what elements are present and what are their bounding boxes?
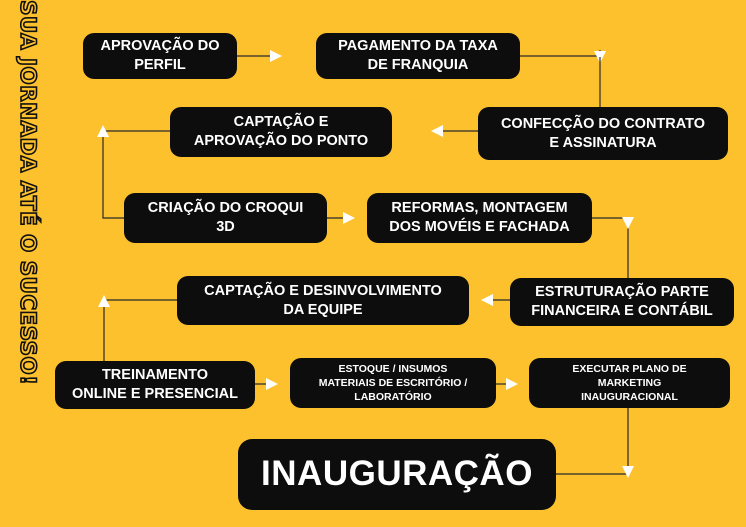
connector-line: [102, 130, 170, 219]
step-aprovacao-perfil: APROVAÇÃO DO PERFIL: [83, 33, 237, 79]
connector-line: [556, 408, 629, 475]
step-reformas-montagem: REFORMAS, MONTAGEM DOS MOVÉIS E FACHADA: [367, 193, 592, 243]
step-captacao-equipe: CAPTAÇÃO E DESINVOLVIMENTO DA EQUIPE: [177, 276, 469, 325]
arrowhead: [506, 378, 518, 390]
arrowhead: [270, 50, 282, 62]
arrowhead: [431, 125, 443, 137]
connector-line: [592, 217, 629, 278]
step-estoque-insumos: ESTOQUE / INSUMOS MATERIAIS DE ESCRITÓRI…: [290, 358, 496, 408]
vertical-title: SUA JORNADA ATÉ O SUCESSO!: [14, 0, 41, 386]
arrowhead: [622, 217, 634, 229]
step-plano-marketing: EXECUTAR PLANO DE MARKETING INAUGURACION…: [529, 358, 730, 408]
arrowhead: [98, 295, 110, 307]
connector-line: [520, 50, 601, 57]
step-estruturacao-financeira: ESTRUTURAÇÃO PARTE FINANCEIRA E CONTÁBIL: [510, 278, 734, 326]
arrowhead: [622, 466, 634, 478]
arrowhead: [343, 212, 355, 224]
arrowhead: [266, 378, 278, 390]
step-treinamento: TREINAMENTO ONLINE E PRESENCIAL: [55, 361, 255, 409]
step-pagamento-taxa: PAGAMENTO DA TAXA DE FRANQUIA: [316, 33, 520, 79]
step-croqui-3d: CRIAÇÃO DO CROQUI 3D: [124, 193, 327, 243]
step-contrato-assinatura: CONFECÇÃO DO CONTRATO E ASSINATURA: [478, 107, 728, 160]
step-inauguracao: INAUGURAÇÃO: [238, 439, 556, 510]
step-captacao-ponto: CAPTAÇÃO E APROVAÇÃO DO PONTO: [170, 107, 392, 157]
connector-line: [103, 299, 177, 361]
arrowhead: [481, 294, 493, 306]
arrowhead: [97, 125, 109, 137]
